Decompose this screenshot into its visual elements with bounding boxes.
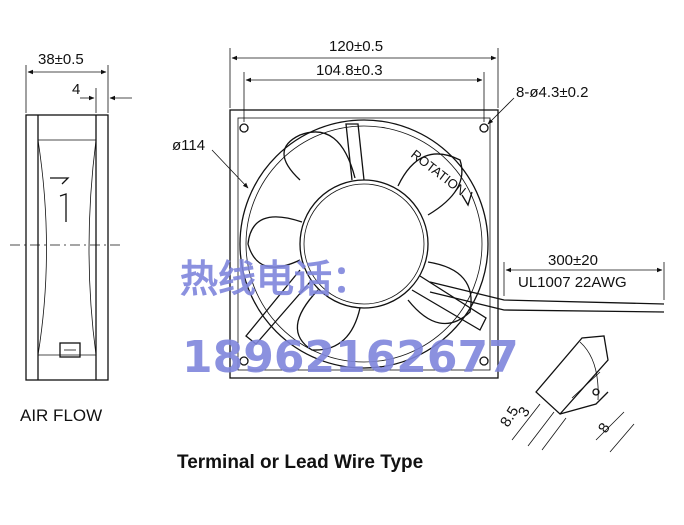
mount-hole [239, 123, 249, 133]
struts [245, 123, 665, 345]
mount-hole-label: 8-ø4.3±0.2 [516, 84, 588, 101]
watermark-phone: 18962162677 [182, 332, 519, 383]
lead-wire-label: UL1007 22AWG [518, 274, 627, 291]
lead-length-label: 300±20 [548, 252, 598, 269]
frame-outline [229, 109, 499, 379]
watermark-hotline: 热线电话： [180, 257, 370, 301]
terminal-hole [592, 388, 600, 396]
dim-overall-label: 120±0.5 [329, 38, 383, 55]
dim-depth-label: 38±0.5 [38, 51, 84, 68]
side-connector [59, 342, 81, 358]
air-flow-label: AIR FLOW [20, 406, 102, 425]
mount-hole [479, 123, 489, 133]
venturi-leader [211, 149, 249, 189]
caption: Terminal or Lead Wire Type [177, 452, 423, 473]
side-view-outline [25, 114, 109, 381]
rotation-arrow [461, 191, 473, 207]
mount-hole [239, 356, 249, 366]
mount-hole [479, 356, 489, 366]
terminal-dim-c: 8 [595, 420, 614, 436]
venturi-circle [239, 119, 489, 369]
side-arrow-mark [50, 177, 70, 185]
mount-hole-leader [487, 97, 515, 125]
fan-blades [247, 131, 472, 351]
side-numeral-mark [59, 193, 67, 222]
dim-holes-label: 104.8±0.3 [316, 62, 383, 79]
front-view: ROTATION ø114 120±0.5 104.8±0.3 8-ø4.3±0… [172, 38, 665, 379]
dim-flange-label: 4 [72, 81, 80, 98]
venturi-dim-label: ø114 [172, 137, 205, 154]
terminal-body [535, 335, 609, 415]
mount-holes [239, 123, 489, 366]
side-view: 38±0.5 4 AIR FLOW [10, 51, 132, 425]
